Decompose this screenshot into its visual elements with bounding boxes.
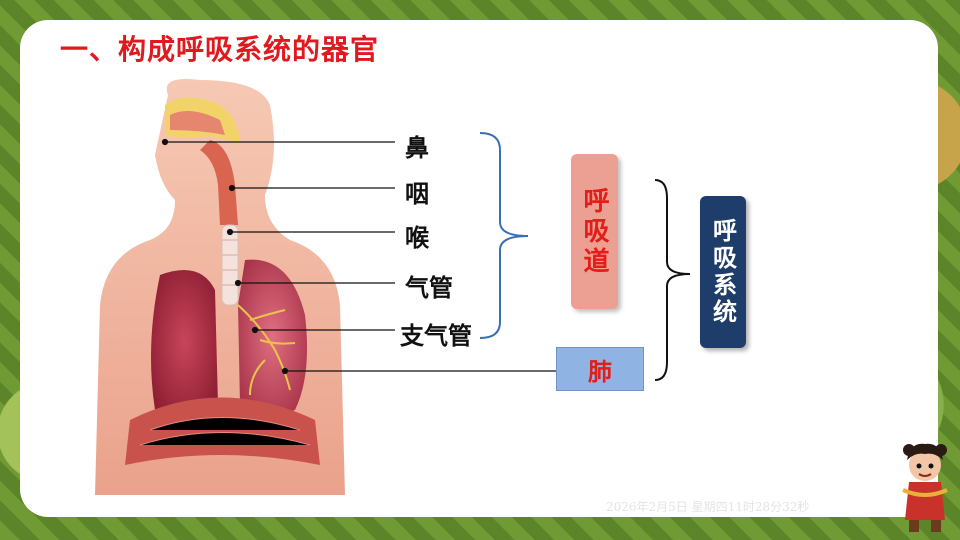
label-pharynx: 咽 — [405, 180, 429, 208]
airway-bracket — [479, 132, 529, 339]
lung-box-label: 肺 — [588, 357, 612, 386]
airway-box-label: 呼吸道 — [579, 186, 609, 277]
lung-box: 肺 — [556, 347, 644, 391]
label-nose: 鼻 — [405, 134, 429, 162]
label-larynx: 喉 — [405, 224, 429, 252]
mascot-icon — [902, 443, 948, 532]
system-bracket — [654, 179, 691, 381]
timestamp: 2026年2月5日 星期四11时28分32秒 — [606, 500, 810, 514]
airway-box: 呼吸道 — [571, 154, 618, 309]
page-title: 一、构成呼吸系统的器官 — [60, 33, 380, 66]
label-bronchi: 支气管 — [400, 322, 472, 350]
respiratory-system-box-label: 呼吸系统 — [708, 218, 737, 326]
leader-lines — [161, 138, 556, 375]
label-trachea: 气管 — [405, 274, 453, 302]
respiratory-anatomy-figure — [95, 79, 345, 495]
respiratory-system-box: 呼吸系统 — [700, 196, 746, 348]
